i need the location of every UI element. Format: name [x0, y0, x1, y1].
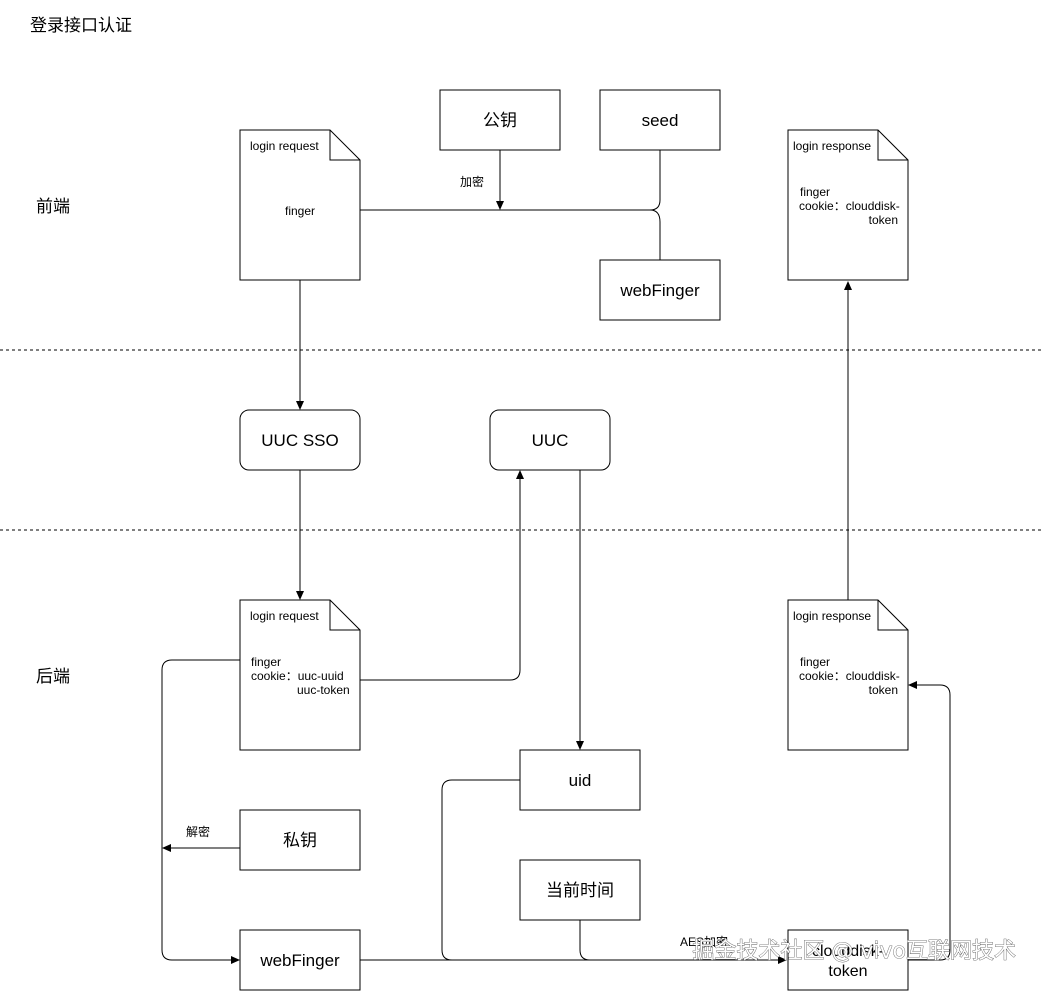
doc-login-response-front-title: login response — [793, 139, 871, 153]
edge-finger-decrypt-loop — [161, 659, 250, 964]
node-webfinger-back: webFinger — [239, 929, 361, 991]
node-uuc-sso-label: UUC SSO — [261, 431, 338, 450]
node-clouddisk-token-line2: token — [828, 963, 867, 980]
node-uuc-label: UUC — [532, 431, 569, 450]
doc-login-request-back-title: login request — [250, 609, 319, 623]
doc-login-request-back: login request finger cookie：uuc-uuid uuc… — [239, 599, 361, 751]
node-seed: seed — [599, 89, 721, 151]
node-uuc: UUC — [489, 409, 611, 471]
node-public-key: 公钥 — [439, 89, 561, 151]
doc-login-response-back-cookie: cookie：clouddisk- — [799, 669, 900, 683]
edge-label-aes-encrypt: AES加密 — [680, 934, 728, 949]
doc-login-request-front-finger: finger — [285, 204, 315, 218]
node-uid: uid — [519, 749, 641, 811]
doc-login-request-front-title: login request — [250, 139, 319, 153]
doc-login-response-back-finger: finger — [800, 655, 830, 669]
node-uid-label: uid — [569, 771, 592, 790]
edge-seed-to-finger — [649, 150, 661, 211]
doc-login-response-back-token: token — [869, 683, 898, 697]
doc-login-request-back-finger: finger — [251, 655, 281, 669]
node-webfinger-back-label: webFinger — [259, 951, 340, 970]
doc-login-response-back: login response finger cookie：clouddisk- … — [787, 599, 909, 751]
edge-label-decrypt: 解密 — [186, 824, 210, 839]
node-private-key: 私钥 — [239, 809, 361, 871]
node-current-time: 当前时间 — [519, 859, 641, 921]
edge-label-encrypt: 加密 — [460, 174, 484, 189]
zone-label-backend: 后端 — [36, 667, 70, 686]
edge-token-to-response — [908, 681, 951, 961]
node-webfinger-front: webFinger — [599, 259, 721, 321]
doc-login-response-back-title: login response — [793, 609, 871, 623]
doc-login-response-front-cookie: cookie：clouddisk- — [799, 199, 900, 213]
doc-login-response-front-finger: finger — [800, 185, 830, 199]
node-current-time-label: 当前时间 — [546, 881, 614, 900]
node-private-key-label: 私钥 — [283, 831, 317, 850]
doc-login-request-front: login request finger — [239, 129, 361, 281]
watermark-text: 掘金技术社区 @ vivo互联网技术 — [692, 939, 1016, 964]
doc-login-request-back-token: uuc-token — [297, 683, 350, 697]
doc-login-response-front-token: token — [869, 213, 898, 227]
node-seed-label: seed — [642, 111, 679, 130]
doc-login-request-back-cookie: cookie：uuc-uuid — [251, 669, 344, 683]
node-uuc-sso: UUC SSO — [239, 409, 361, 471]
edge-request-to-uuc — [344, 470, 524, 681]
zone-label-frontend: 前端 — [36, 197, 70, 216]
node-clouddisk-token: clouddisk- token — [787, 929, 909, 991]
edge-uid-to-aes — [441, 779, 520, 961]
edge-webfinger-to-finger — [649, 209, 661, 260]
node-clouddisk-token-line1: clouddisk- — [812, 943, 884, 960]
diagram-title: 登录接口认证 — [30, 16, 132, 35]
node-webfinger-front-label: webFinger — [619, 281, 700, 300]
node-public-key-label: 公钥 — [483, 111, 517, 130]
edge-time-to-aes — [579, 920, 591, 961]
doc-login-response-front: login response finger cookie：clouddisk- … — [787, 129, 909, 281]
